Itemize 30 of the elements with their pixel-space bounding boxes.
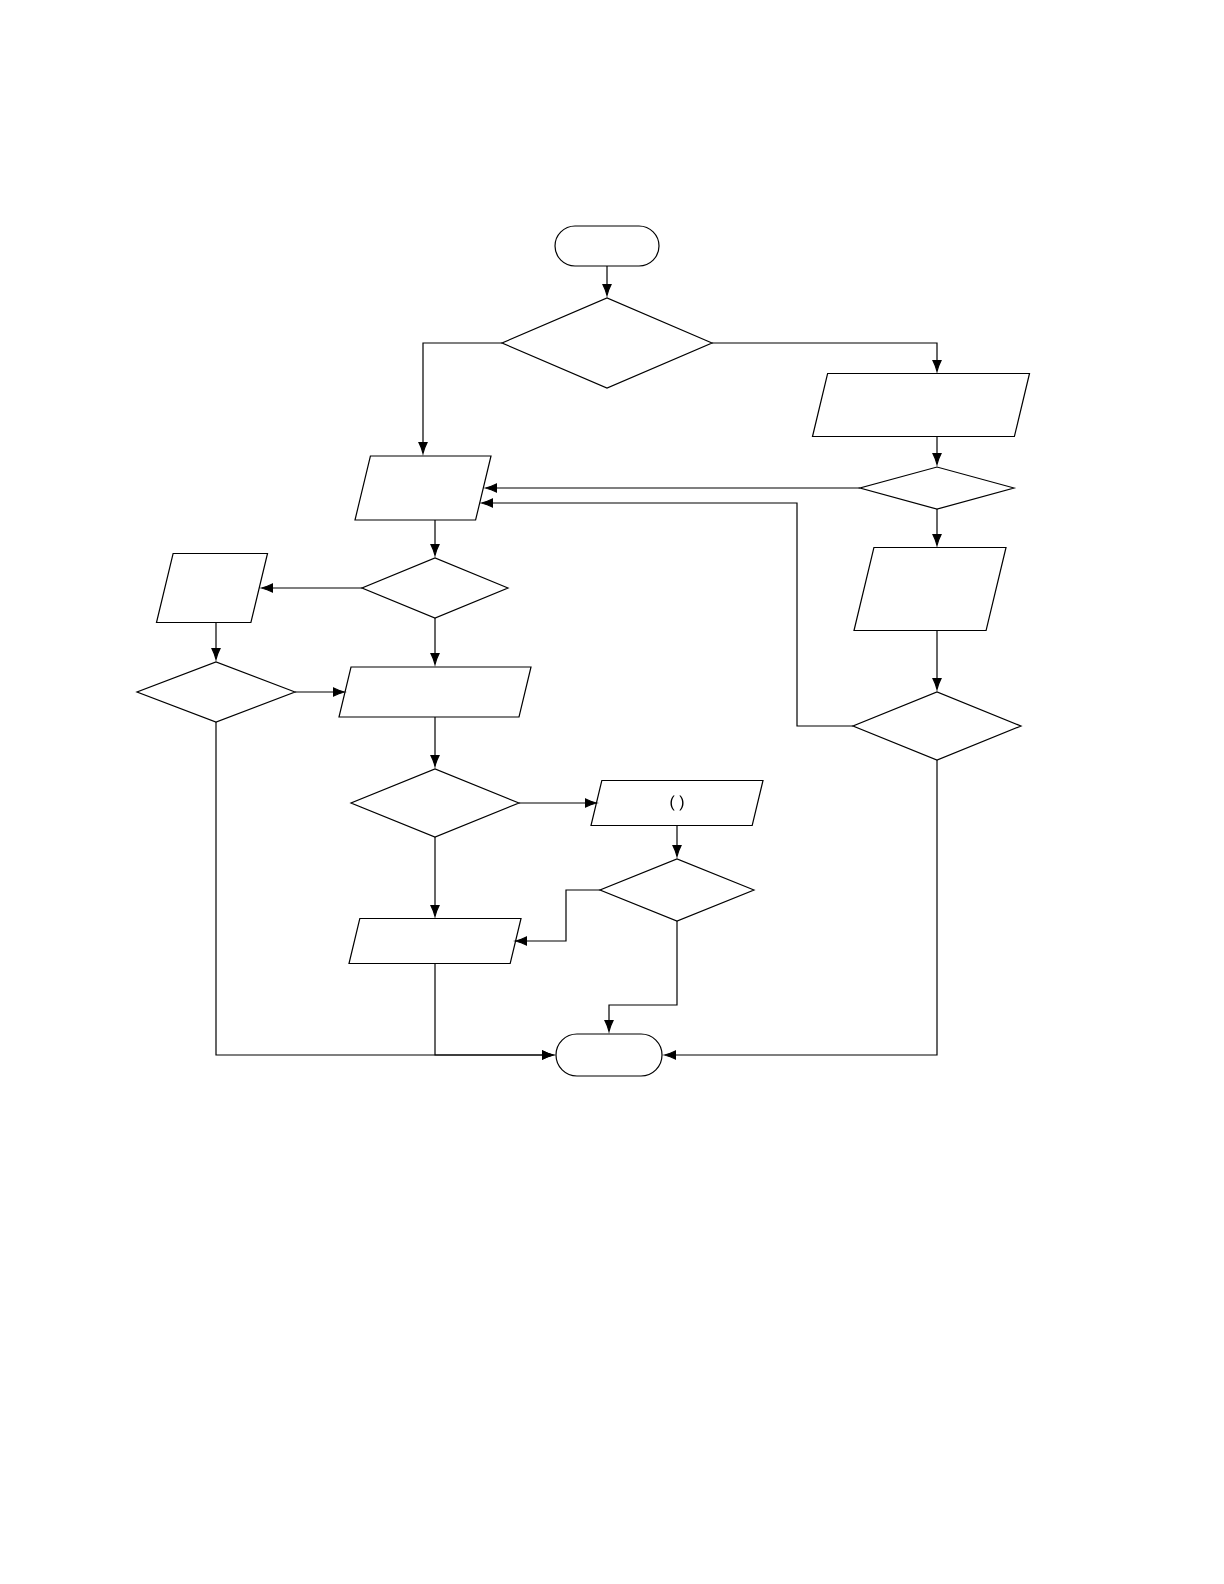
input-output-box (155, 552, 269, 624)
arrow (418, 342, 503, 455)
arrow (932, 508, 942, 546)
input-output-box (811, 372, 1031, 438)
arrow (604, 920, 678, 1032)
arrow (664, 759, 938, 1060)
arrow (294, 687, 345, 697)
arrow (211, 621, 221, 660)
arrow (430, 836, 440, 917)
arrow (434, 962, 554, 1060)
input-output-box (338, 666, 532, 718)
arrow (515, 889, 601, 946)
arrow (602, 265, 612, 296)
arrow (430, 617, 440, 665)
arrow (932, 435, 942, 466)
arrow (261, 583, 363, 593)
arrow (672, 824, 682, 857)
arrow (932, 629, 942, 690)
arrow (481, 498, 854, 727)
arrow (430, 716, 440, 767)
arrow (711, 342, 942, 373)
input-output-box: ( ) (590, 779, 764, 827)
process-box (555, 1033, 663, 1077)
input-output-box (354, 455, 492, 521)
input-output-box (348, 917, 522, 965)
arrow (485, 483, 861, 493)
input-output-box (853, 546, 1007, 632)
process-box (554, 225, 660, 267)
arrow (430, 519, 440, 556)
arrow (518, 798, 597, 808)
